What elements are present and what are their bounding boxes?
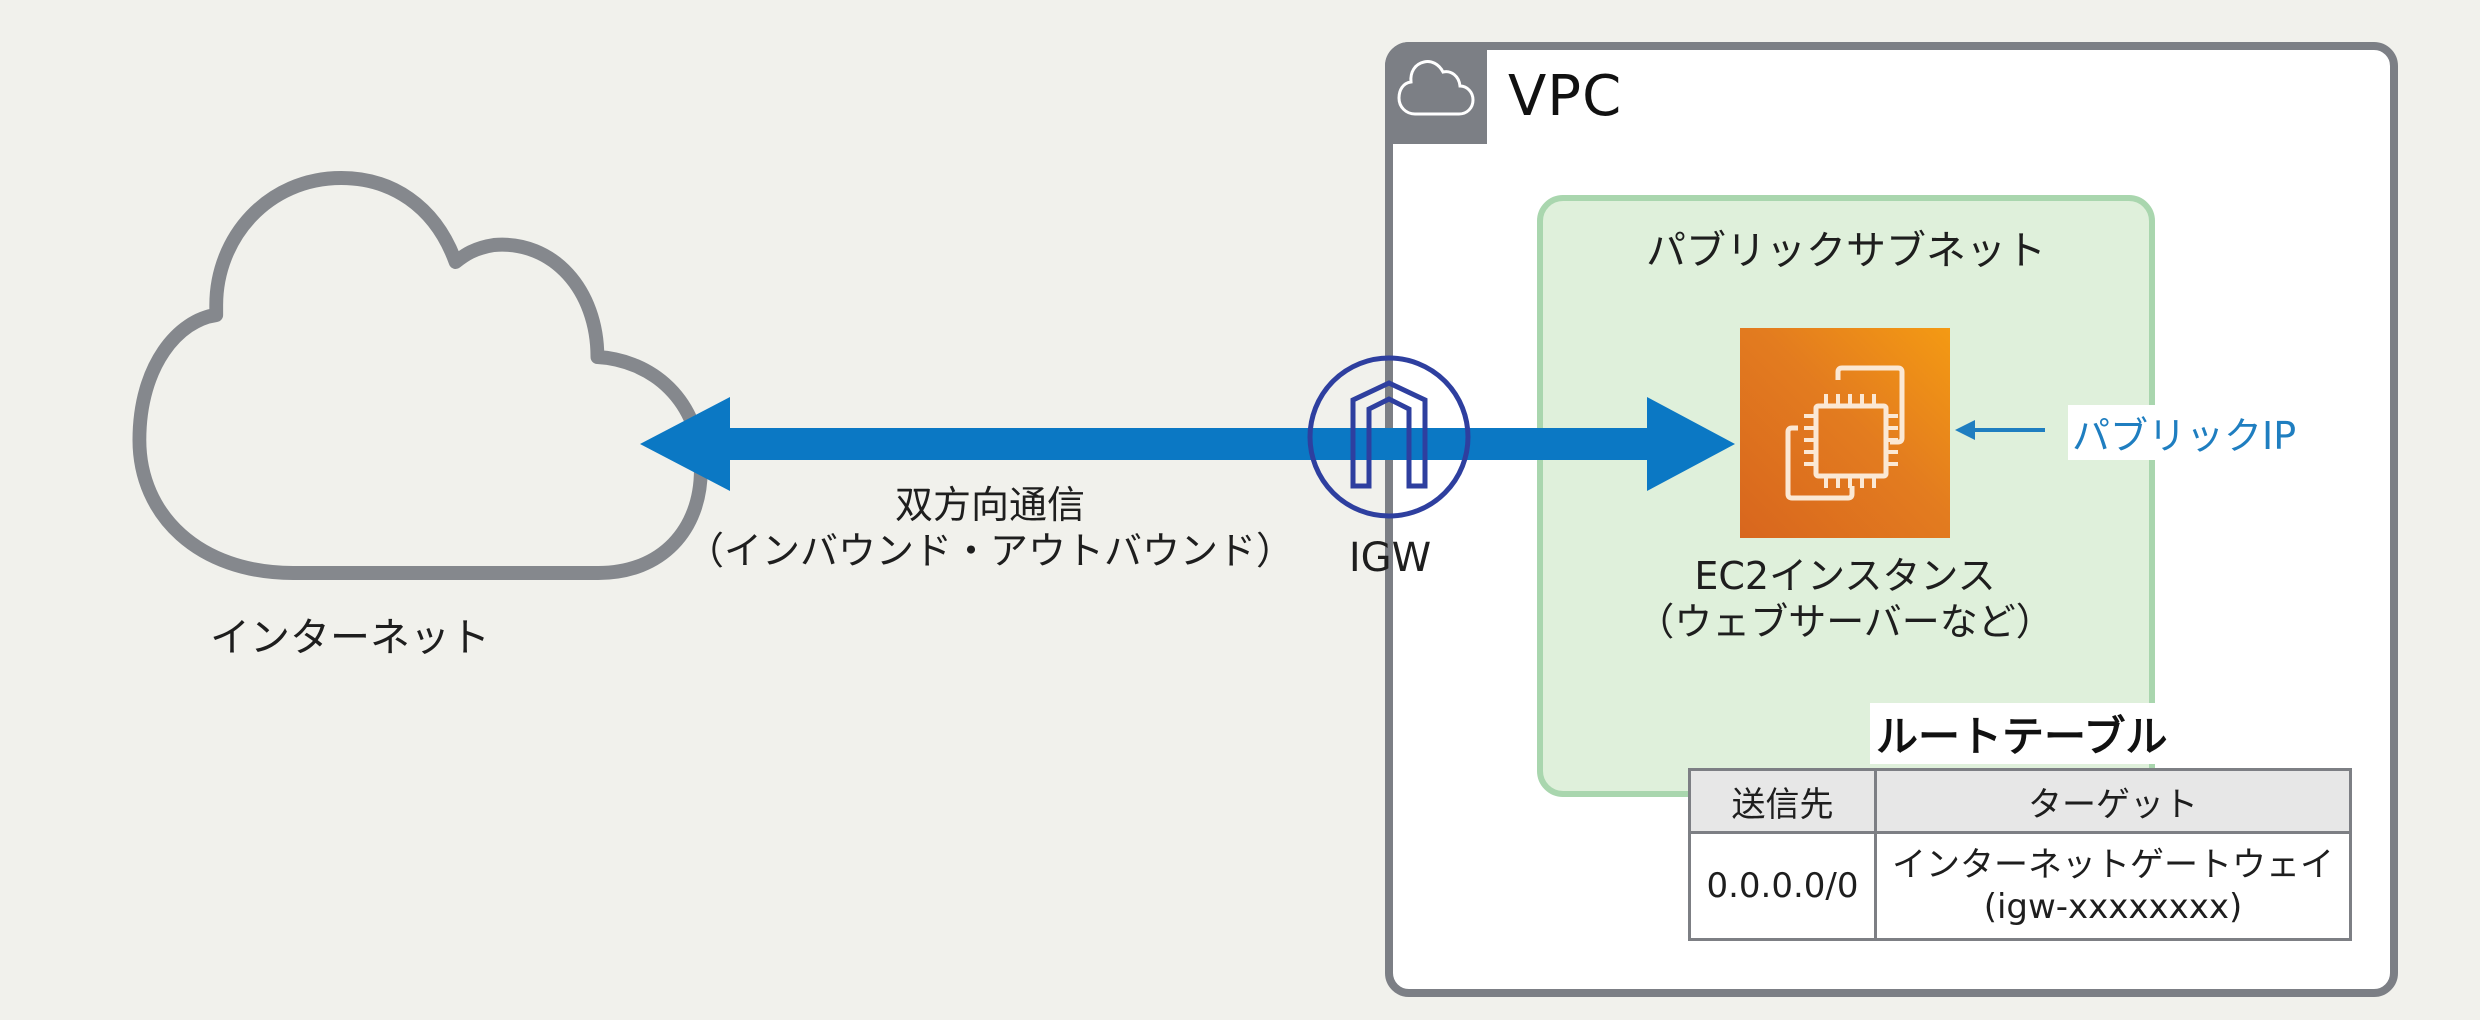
ec2-chip-icon: [1785, 365, 1905, 501]
connection-arrow-left-head: [640, 397, 730, 491]
public-subnet-label: パブリックサブネット: [1646, 228, 2046, 274]
vpc-cloud-icon: [1397, 60, 1475, 116]
ec2-instance-icon[interactable]: [1740, 328, 1950, 538]
connection-arrow-right-head-top: [1647, 397, 1735, 491]
ec2-label-line1: EC2インスタンス: [1694, 554, 1996, 598]
route-table-title: ルートテーブル: [1870, 703, 2174, 764]
communication-label-line1: 双方向通信: [894, 483, 1085, 527]
connection-arrow-shaft-inner: [1380, 428, 1650, 460]
communication-label-line2: （インバウンド・アウトバウンド）: [685, 529, 1294, 573]
route-target-line1: インターネットゲートウェイ: [1892, 845, 2334, 885]
route-table-header-destination: 送信先: [1688, 768, 1877, 834]
internet-label: インターネット: [210, 615, 490, 661]
route-target-line2: (igw-xxxxxxxx): [1983, 887, 2243, 927]
vpc-label: VPC: [1508, 64, 1623, 129]
vpc-tab: [1385, 42, 1487, 144]
route-table-header-target: ターゲット: [1874, 768, 2352, 834]
route-table: 送信先 ターゲット 0.0.0.0/0 インターネットゲートウェイ (igw-x…: [1688, 768, 2352, 941]
table-row: 0.0.0.0/0 インターネットゲートウェイ (igw-xxxxxxxx): [1688, 831, 2352, 941]
internet-gateway-icon[interactable]: [1307, 355, 1471, 519]
route-target-cell: インターネットゲートウェイ (igw-xxxxxxxx): [1874, 831, 2352, 941]
ec2-label-line2: （ウェブサーバーなど）: [1636, 600, 2054, 644]
route-destination-cell: 0.0.0.0/0: [1688, 831, 1877, 941]
public-ip-arrow-head: [1955, 420, 1975, 440]
public-ip-label: パブリックIP: [2068, 405, 2301, 460]
igw-label: IGW: [1348, 535, 1432, 581]
route-table-header-row: 送信先 ターゲット: [1688, 768, 2352, 834]
